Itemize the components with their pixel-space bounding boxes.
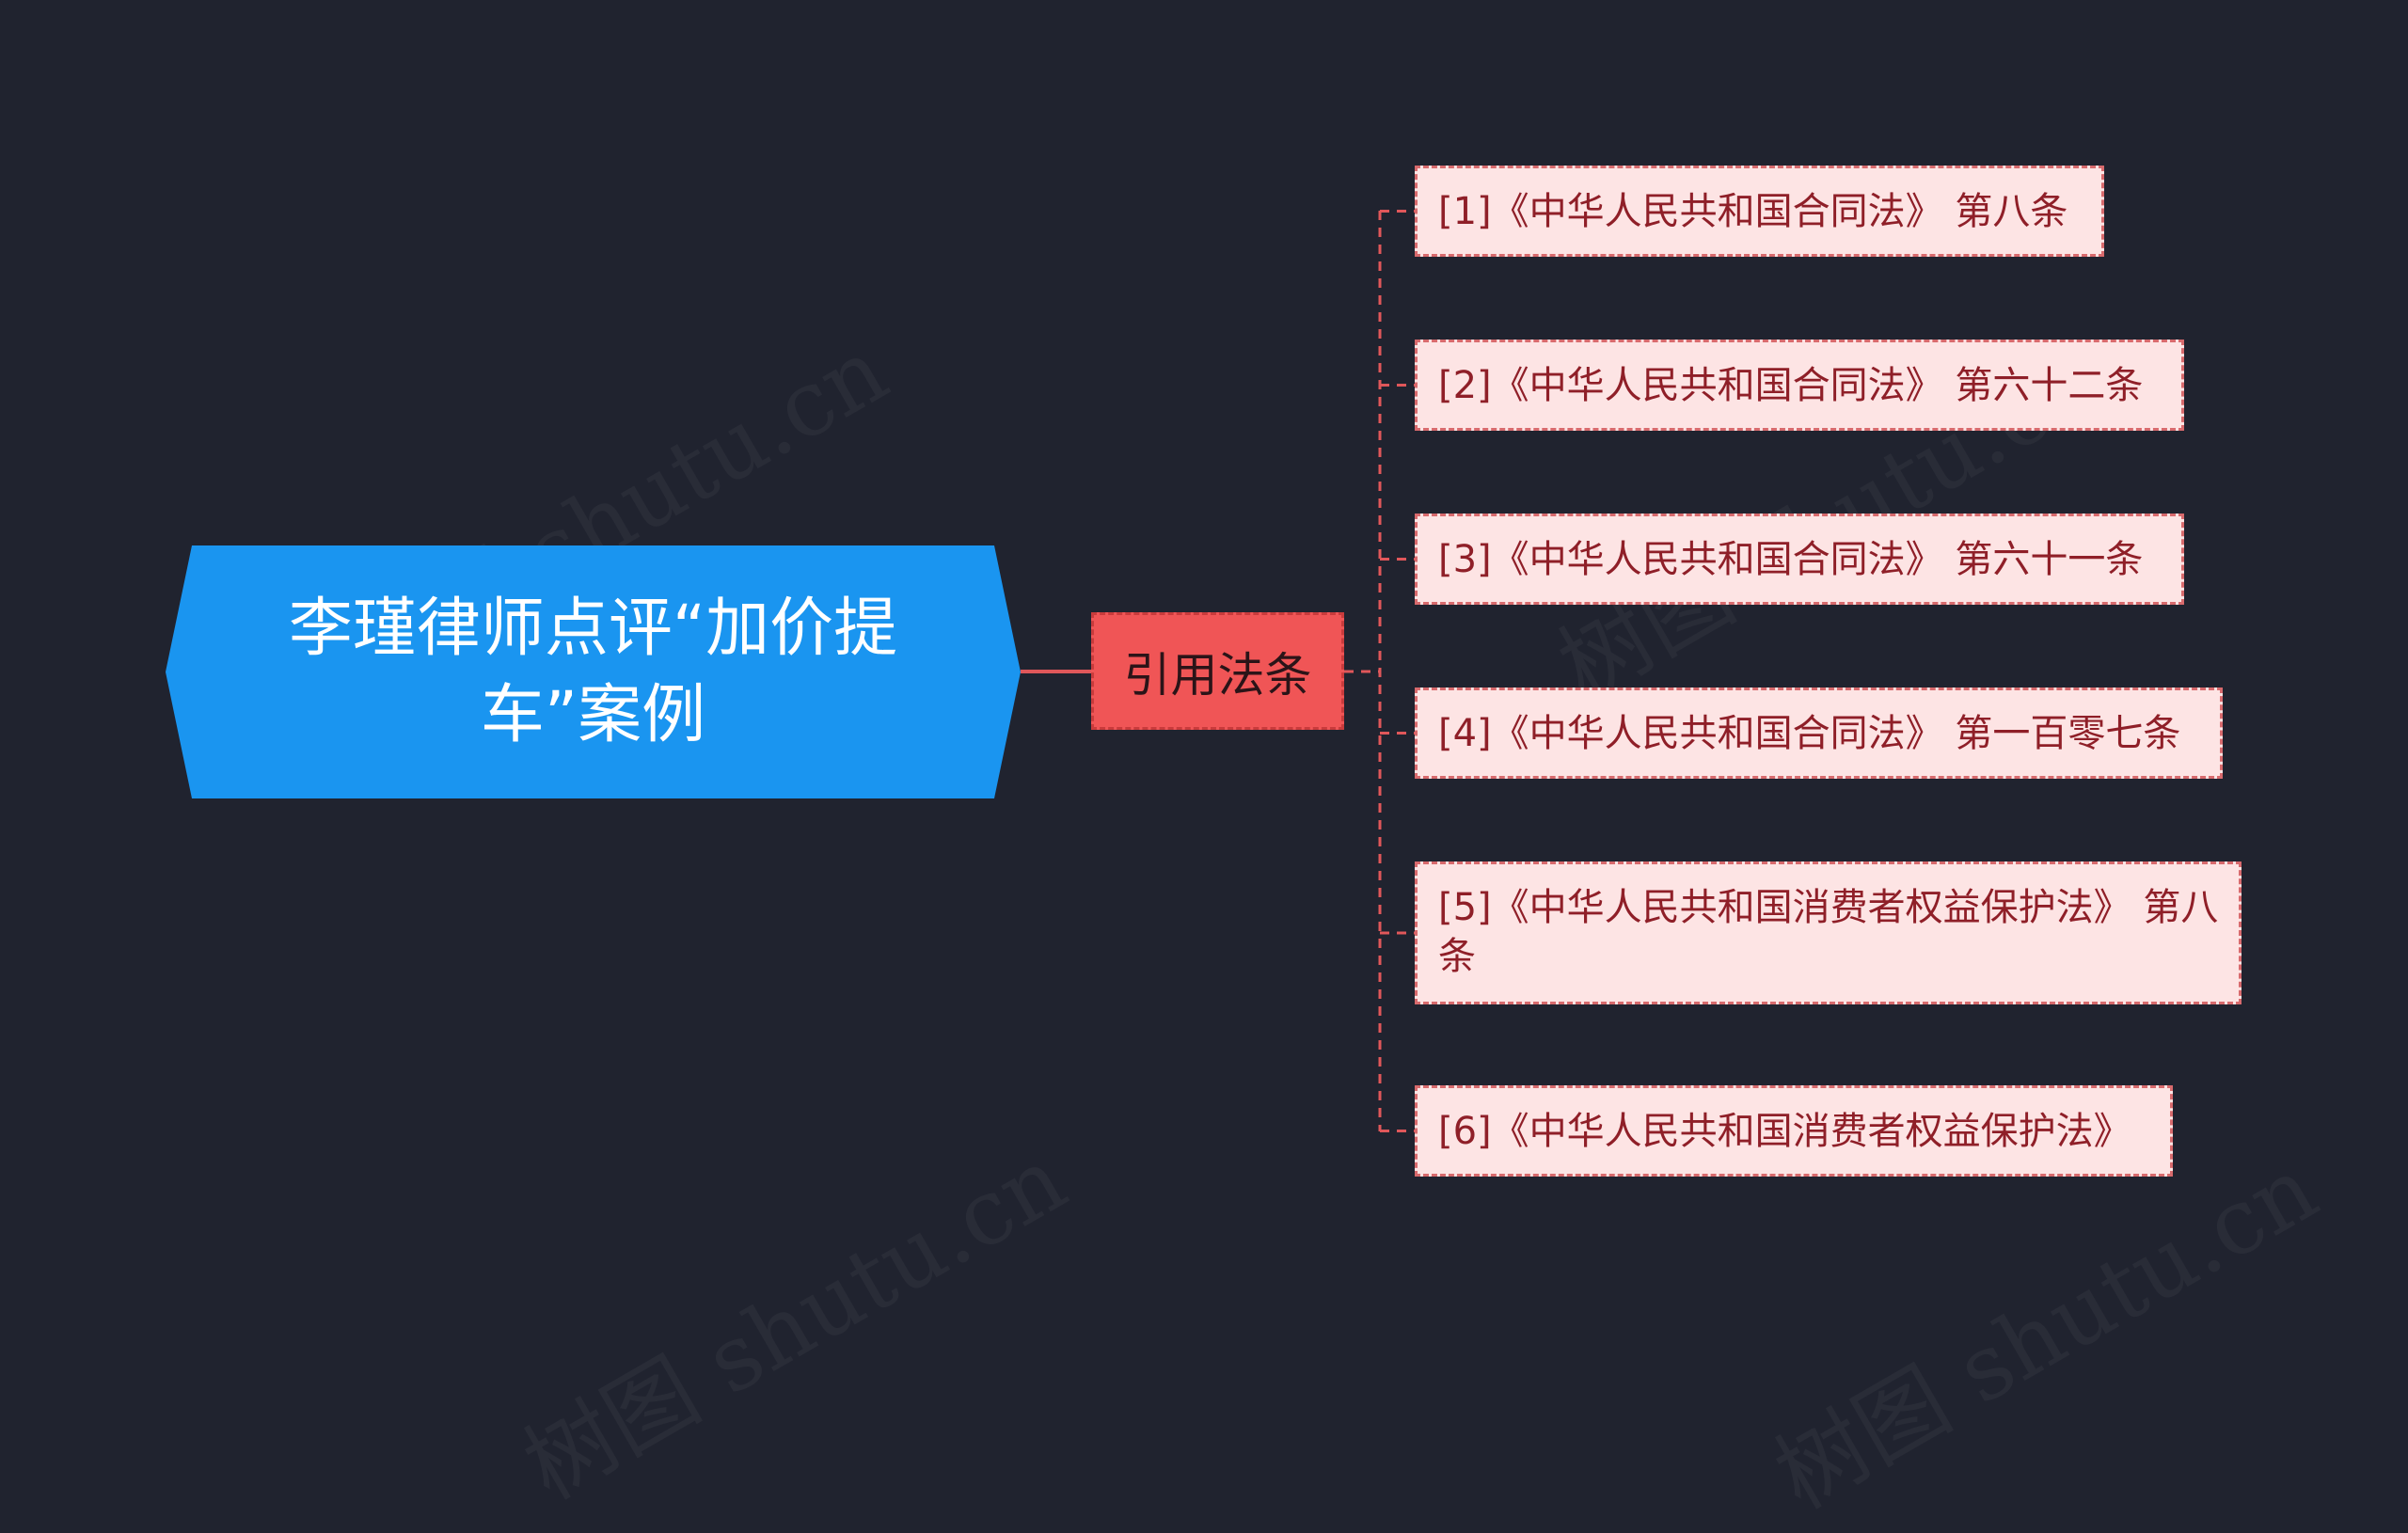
root-topic-label: 李瑾律师点评“加价提车”案例 [288, 591, 898, 752]
mindmap-canvas: 树图 shutu.cn 树图 shutu.cn 树图 shutu.cn 树图 s… [166, 166, 2242, 1177]
leaf-topic-node[interactable]: [2]《中华人民共和国合同法》 第六十二条 [1415, 340, 2184, 431]
leaf-connectors [1380, 210, 1415, 1132]
leaf-topic-node[interactable]: [5]《中华人民共和国消费者权益保护法》 第八条 [1415, 861, 2242, 1004]
leaf-topic-node[interactable]: [1]《中华人民共和国合同法》 第八条 [1415, 166, 2104, 257]
leaf-topic-node[interactable]: [6]《中华人民共和国消费者权益保护法》 [1415, 1085, 2173, 1177]
branch-topic-label: 引用法条 [1123, 647, 1312, 703]
leaf-topic-node[interactable]: [4]《中华人民共和国合同法》 第一百零七条 [1415, 687, 2223, 779]
branch-topic-node[interactable]: 引用法条 [1091, 612, 1344, 730]
leaf-topic-node[interactable]: [3]《中华人民共和国合同法》 第六十一条 [1415, 514, 2184, 605]
root-topic-node[interactable]: 李瑾律师点评“加价提车”案例 [166, 545, 1021, 798]
connector-lines [1021, 210, 1415, 1132]
